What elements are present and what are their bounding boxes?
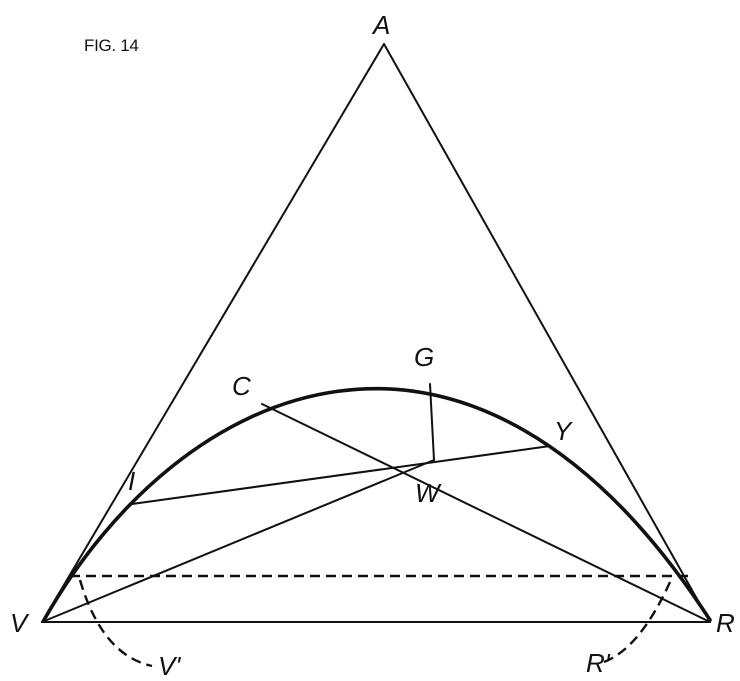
label-g: G — [414, 342, 434, 372]
label-r: R — [716, 608, 735, 638]
line-i-y — [131, 445, 551, 505]
label-i: I — [128, 466, 135, 496]
label-a: A — [371, 10, 390, 40]
label-v: V — [10, 608, 30, 638]
label-v-prime: V' — [158, 651, 181, 681]
line-c-r — [261, 403, 711, 623]
dashed-arc-v-prime — [78, 579, 153, 668]
label-c: C — [232, 371, 251, 401]
label-y: Y — [554, 416, 573, 446]
figure-title: FIG. 14 — [84, 36, 139, 55]
line-v-w — [41, 459, 435, 623]
label-w: W — [415, 478, 442, 508]
line-g-w — [429, 383, 435, 461]
boundary-curve — [42, 386, 712, 622]
label-r-prime: R' — [586, 648, 611, 678]
edge-a-r — [383, 43, 711, 623]
dashed-arc-r-prime — [603, 581, 672, 664]
edge-v-a — [41, 43, 385, 623]
